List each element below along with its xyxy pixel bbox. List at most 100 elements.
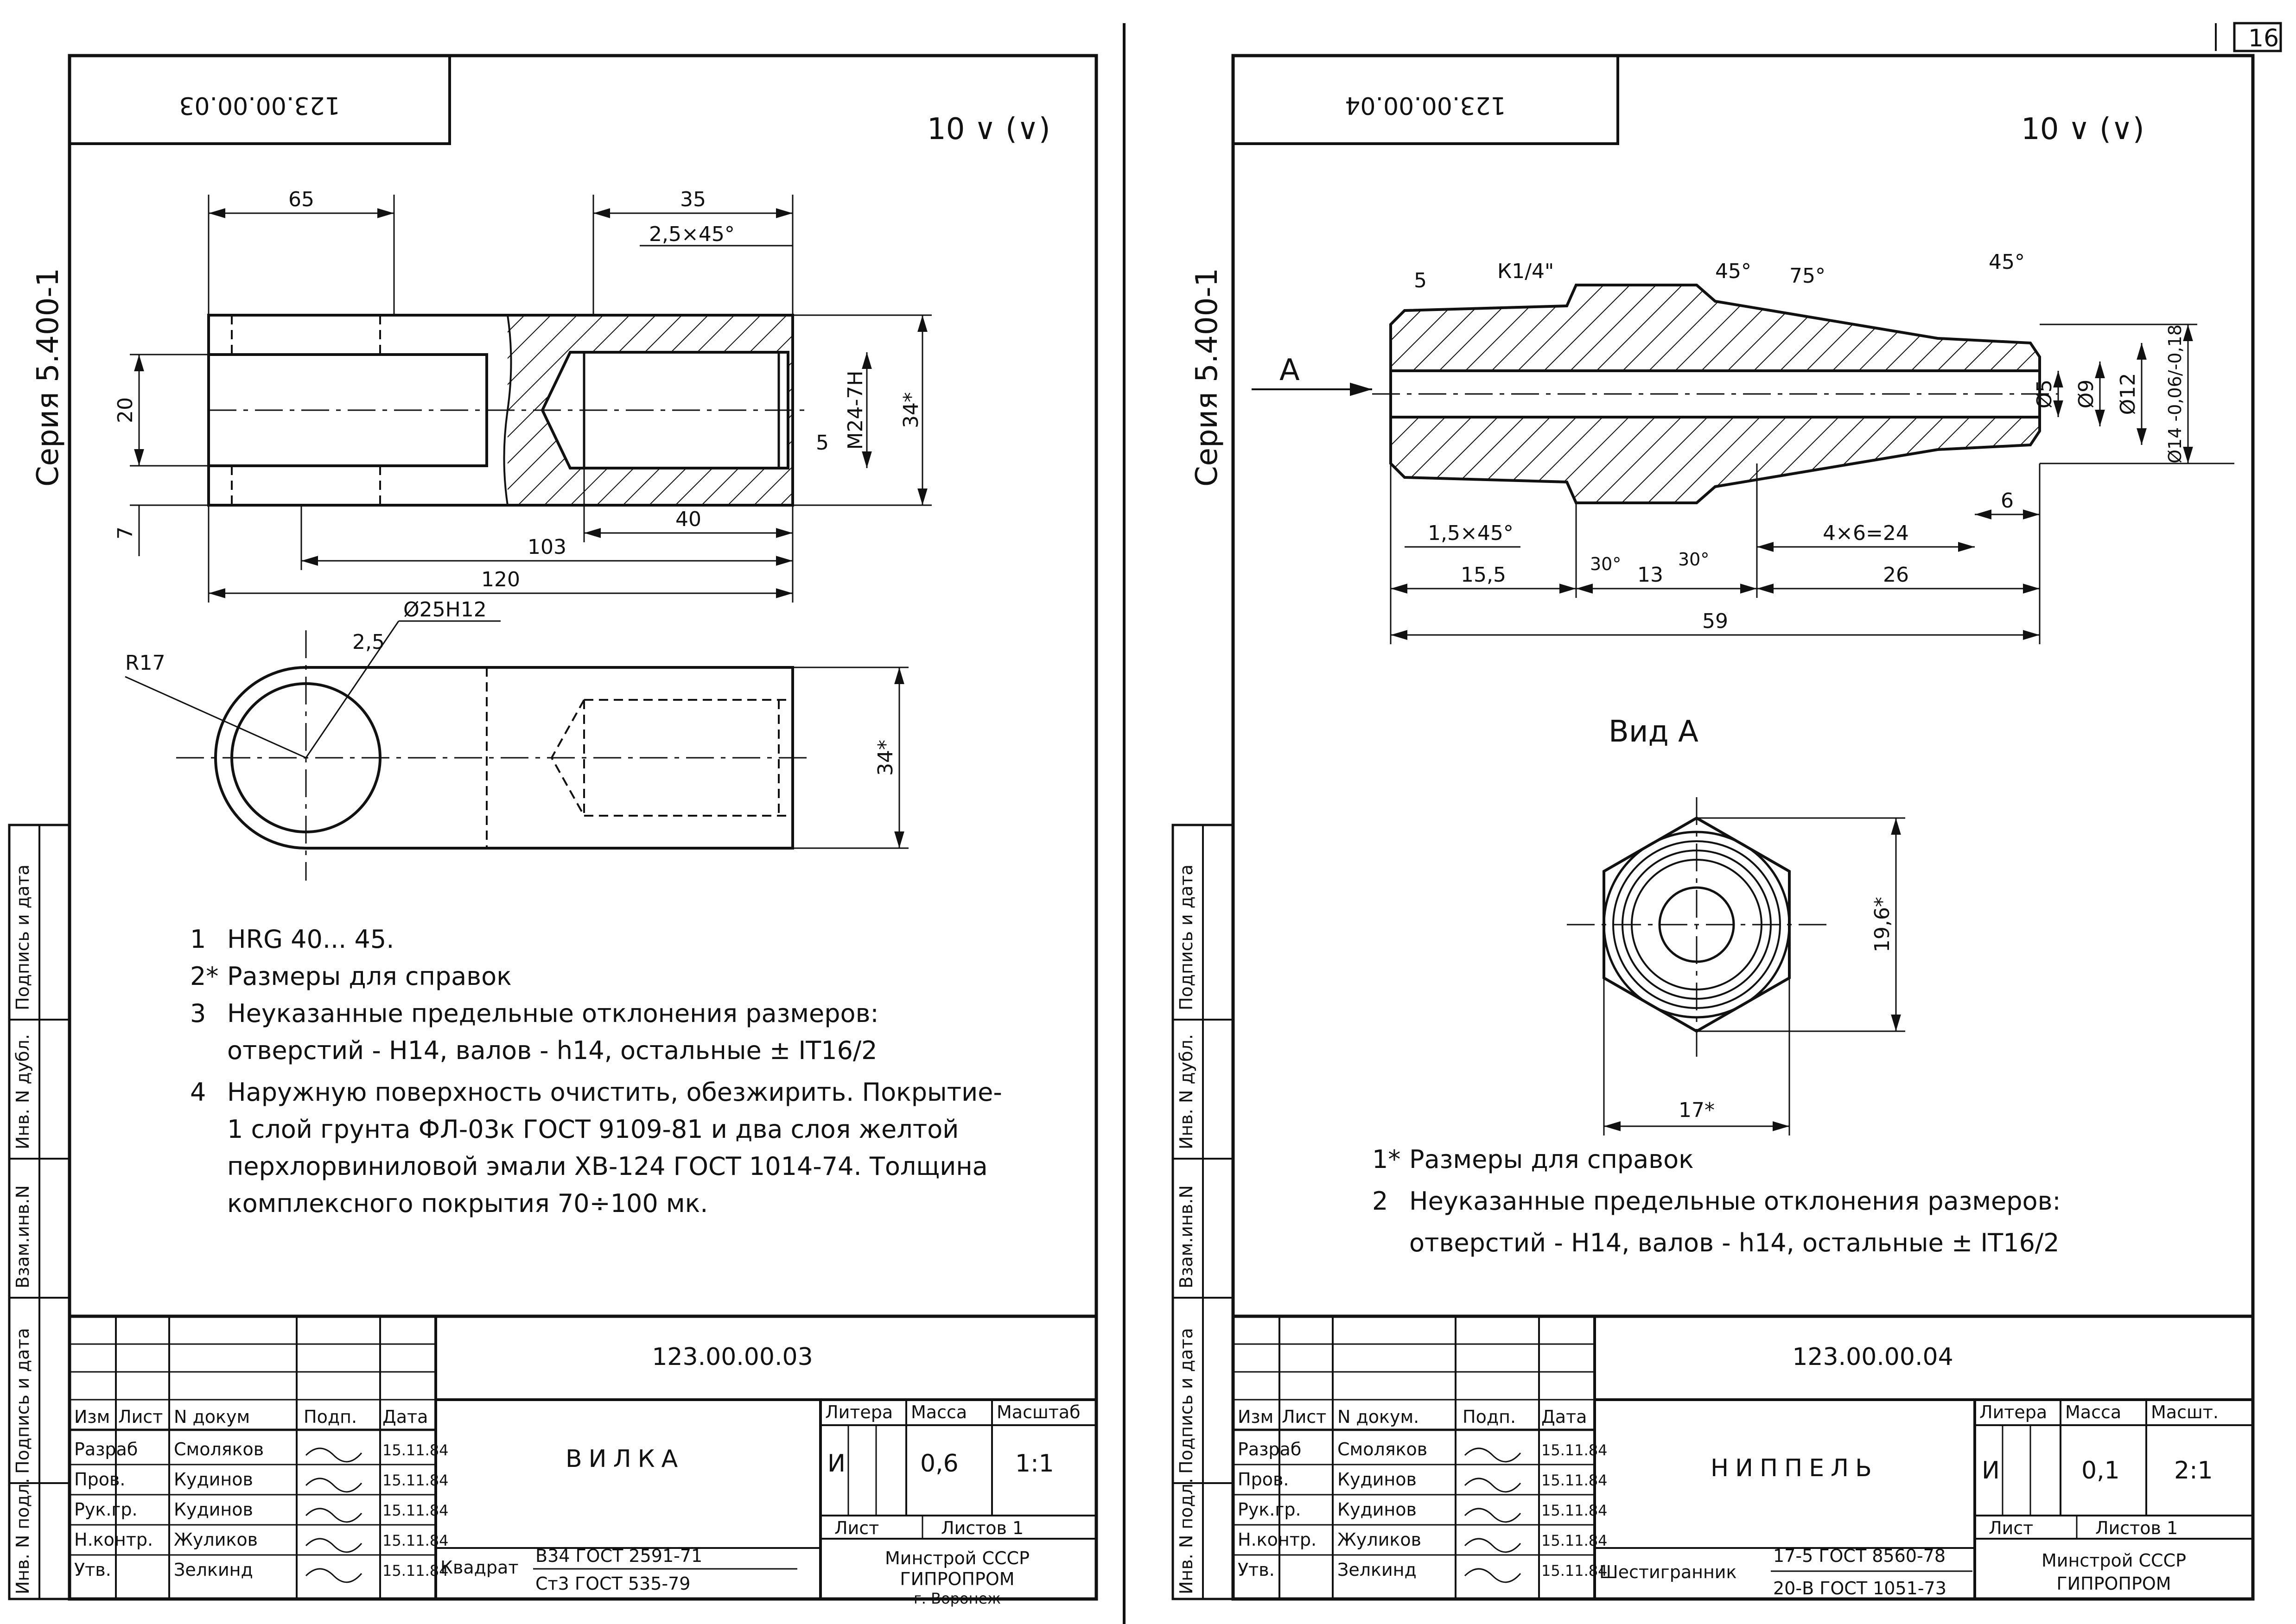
tb-scale: 1:1 <box>1015 1450 1054 1478</box>
stamp-label: Подпись и дата <box>1176 864 1196 1010</box>
sheet1-part-name: ВИЛКА <box>566 1445 684 1473</box>
tb-material-bottom: Ст3 ГОСТ 535-79 <box>535 1573 690 1594</box>
dim-13: 13 <box>1637 563 1663 587</box>
svg-text:Жуликов: Жуликов <box>1337 1529 1421 1550</box>
svg-text:15.11.84: 15.11.84 <box>382 1441 449 1459</box>
stamp-label: Взам.инв.N <box>1176 1185 1196 1288</box>
note-text: Неуказанные предельные отклонения размер… <box>1409 1186 2061 1216</box>
sheet1-corner-code: 123.00.00.03 <box>179 91 340 119</box>
tb-listov-label: Листов 1 <box>941 1518 1024 1538</box>
dim-45a: 45° <box>1715 260 1751 283</box>
dim-59: 59 <box>1702 609 1728 633</box>
sheet2-doc-code: 123.00.00.04 <box>1792 1343 1953 1371</box>
sheet-2: 123.00.00.04 10 ∨ (∨) Серия 5.400-1 Подп… <box>1171 54 2255 1601</box>
tb-scale-label: Масшт. <box>2151 1402 2219 1422</box>
svg-text:Рук.гр.: Рук.гр. <box>1238 1499 1301 1520</box>
page-number: 16 <box>2248 25 2279 52</box>
tb-hdr: N докум. <box>1337 1407 1419 1427</box>
stamp-label: Инв. N дубл. <box>1176 1034 1196 1149</box>
stamp-label: Инв. N подл. <box>13 1478 33 1594</box>
note-num: 1* <box>1372 1145 1400 1174</box>
rough-5: 5 <box>816 431 829 455</box>
svg-text:15.11.84: 15.11.84 <box>1541 1472 1608 1489</box>
sheet2-series-label: Серия 5.400-1 <box>1190 268 1224 487</box>
note-num: 2* <box>190 962 218 991</box>
dim-chamfer: 1,5×45° <box>1428 521 1514 545</box>
svg-text:15.11.84: 15.11.84 <box>382 1472 449 1489</box>
svg-text:15.11.84: 15.11.84 <box>1541 1532 1608 1549</box>
svg-text:Разраб: Разраб <box>1238 1439 1301 1459</box>
stamp-label: Подпись и дата <box>13 864 33 1010</box>
sheet1-title-block <box>70 1314 1096 1599</box>
svg-text:Н.контр.: Н.контр. <box>1238 1529 1317 1550</box>
tb-org: ГИПРОПРОМ <box>2056 1573 2171 1594</box>
dim-r5: 5 <box>1414 269 1427 292</box>
stamp-label: Инв. N подл. <box>1176 1478 1196 1594</box>
tb-hdr: N докум <box>174 1407 250 1427</box>
tb-hdr: Лист <box>118 1407 163 1427</box>
svg-text:Пров.: Пров. <box>74 1469 125 1490</box>
svg-text:Кудинов: Кудинов <box>174 1469 253 1490</box>
view-a-title: Вид А <box>1609 715 1698 749</box>
tb-hdr: Подп. <box>304 1407 357 1427</box>
dim-15-5: 15,5 <box>1461 563 1506 587</box>
svg-text:15.11.84: 15.11.84 <box>1541 1502 1608 1519</box>
dim-k14: К1/4" <box>1497 260 1554 283</box>
note-num: 3 <box>190 999 206 1028</box>
note-text: Неуказанные предельные отклонения размер… <box>227 999 879 1028</box>
sheet-1: 123.00.00.03 10 ∨ (∨) Серия 5.400-1 Подп… <box>8 54 1098 1607</box>
sheet1-signers: Разраб Смоляков 15.11.84 Пров. Кудинов 1… <box>74 1439 449 1583</box>
note-num: 1 <box>190 925 206 954</box>
tb-listov-label: Листов 1 <box>2095 1518 2178 1538</box>
svg-text:Утв.: Утв. <box>74 1560 111 1580</box>
tb-hdr: Дата <box>1541 1407 1587 1427</box>
sheet1-notes: 1 HRG 40... 45. 2* Размеры для справок 3… <box>190 925 1002 1218</box>
note-text: перхлорвиниловой эмали ХВ-124 ГОСТ 1014-… <box>227 1152 988 1181</box>
dim-45b: 45° <box>1989 250 2025 274</box>
stamp-label: Подпись и дата <box>13 1328 33 1474</box>
tb-material-prefix: Шестигранник <box>1599 1562 1736 1582</box>
note-text: отверстий - Н14, валов - h14, остальные … <box>1409 1228 2060 1257</box>
dim-d12: Ø12 <box>2116 373 2140 415</box>
dim-34: 34* <box>899 392 923 428</box>
tb-org: Минстрой СССР <box>885 1548 1030 1568</box>
vilka-front-view <box>207 314 807 507</box>
nippel-dimensions <box>1390 324 2234 644</box>
dim-35: 35 <box>680 188 706 211</box>
dim-4x6: 4×6=24 <box>1823 521 1909 545</box>
dim-6: 6 <box>2001 489 2014 513</box>
dim-r17: R17 <box>125 651 165 675</box>
note-text: отверстий - Н14, валов - h14, остальные … <box>227 1036 878 1065</box>
tb-massa-label: Масса <box>2065 1402 2121 1422</box>
sheet1-series-label: Серия 5.400-1 <box>31 268 65 487</box>
dim-65: 65 <box>288 188 314 211</box>
tb-massa: 0,6 <box>920 1450 959 1478</box>
tb-hdr: Подп. <box>1463 1407 1516 1427</box>
dim-d9: Ø9 <box>2074 380 2098 409</box>
sheet2-notes: 1* Размеры для справок 2 Неуказанные пре… <box>1372 1145 2061 1257</box>
tb-litera-label: Литера <box>825 1402 893 1422</box>
dim-2-5: 2,5 <box>352 630 385 654</box>
dim-30b: 30° <box>1678 549 1709 570</box>
svg-text:15.11.84: 15.11.84 <box>382 1502 449 1519</box>
sheet1-roughness: 10 ∨ (∨) <box>927 112 1050 146</box>
tb-org: г. Воронеж <box>914 1590 1001 1607</box>
tb-massa-label: Масса <box>911 1402 967 1422</box>
note-text: HRG 40... 45. <box>227 925 394 954</box>
nippel-view-a <box>1567 797 1905 1136</box>
svg-text:Разраб: Разраб <box>74 1439 138 1459</box>
tb-litera: И <box>1982 1457 2000 1484</box>
stamp-label: Подпись и дата <box>1176 1328 1196 1474</box>
tb-litera: И <box>827 1450 846 1478</box>
svg-text:Зелкинд: Зелкинд <box>174 1560 253 1580</box>
sheet2-roughness: 10 ∨ (∨) <box>2021 112 2144 146</box>
svg-text:15.11.84: 15.11.84 <box>382 1532 449 1549</box>
dim-chamfer: 2,5×45° <box>649 222 735 246</box>
tb-list-label: Лист <box>834 1518 879 1538</box>
sheet2-corner-code: 123.00.00.04 <box>1345 91 1506 119</box>
note-text: комплексного покрытия 70÷100 мк. <box>227 1189 708 1218</box>
note-num: 2 <box>1372 1186 1388 1216</box>
tb-list-label: Лист <box>1989 1518 2033 1538</box>
dim-75: 75° <box>1789 264 1825 288</box>
note-text: Размеры для справок <box>227 962 512 991</box>
